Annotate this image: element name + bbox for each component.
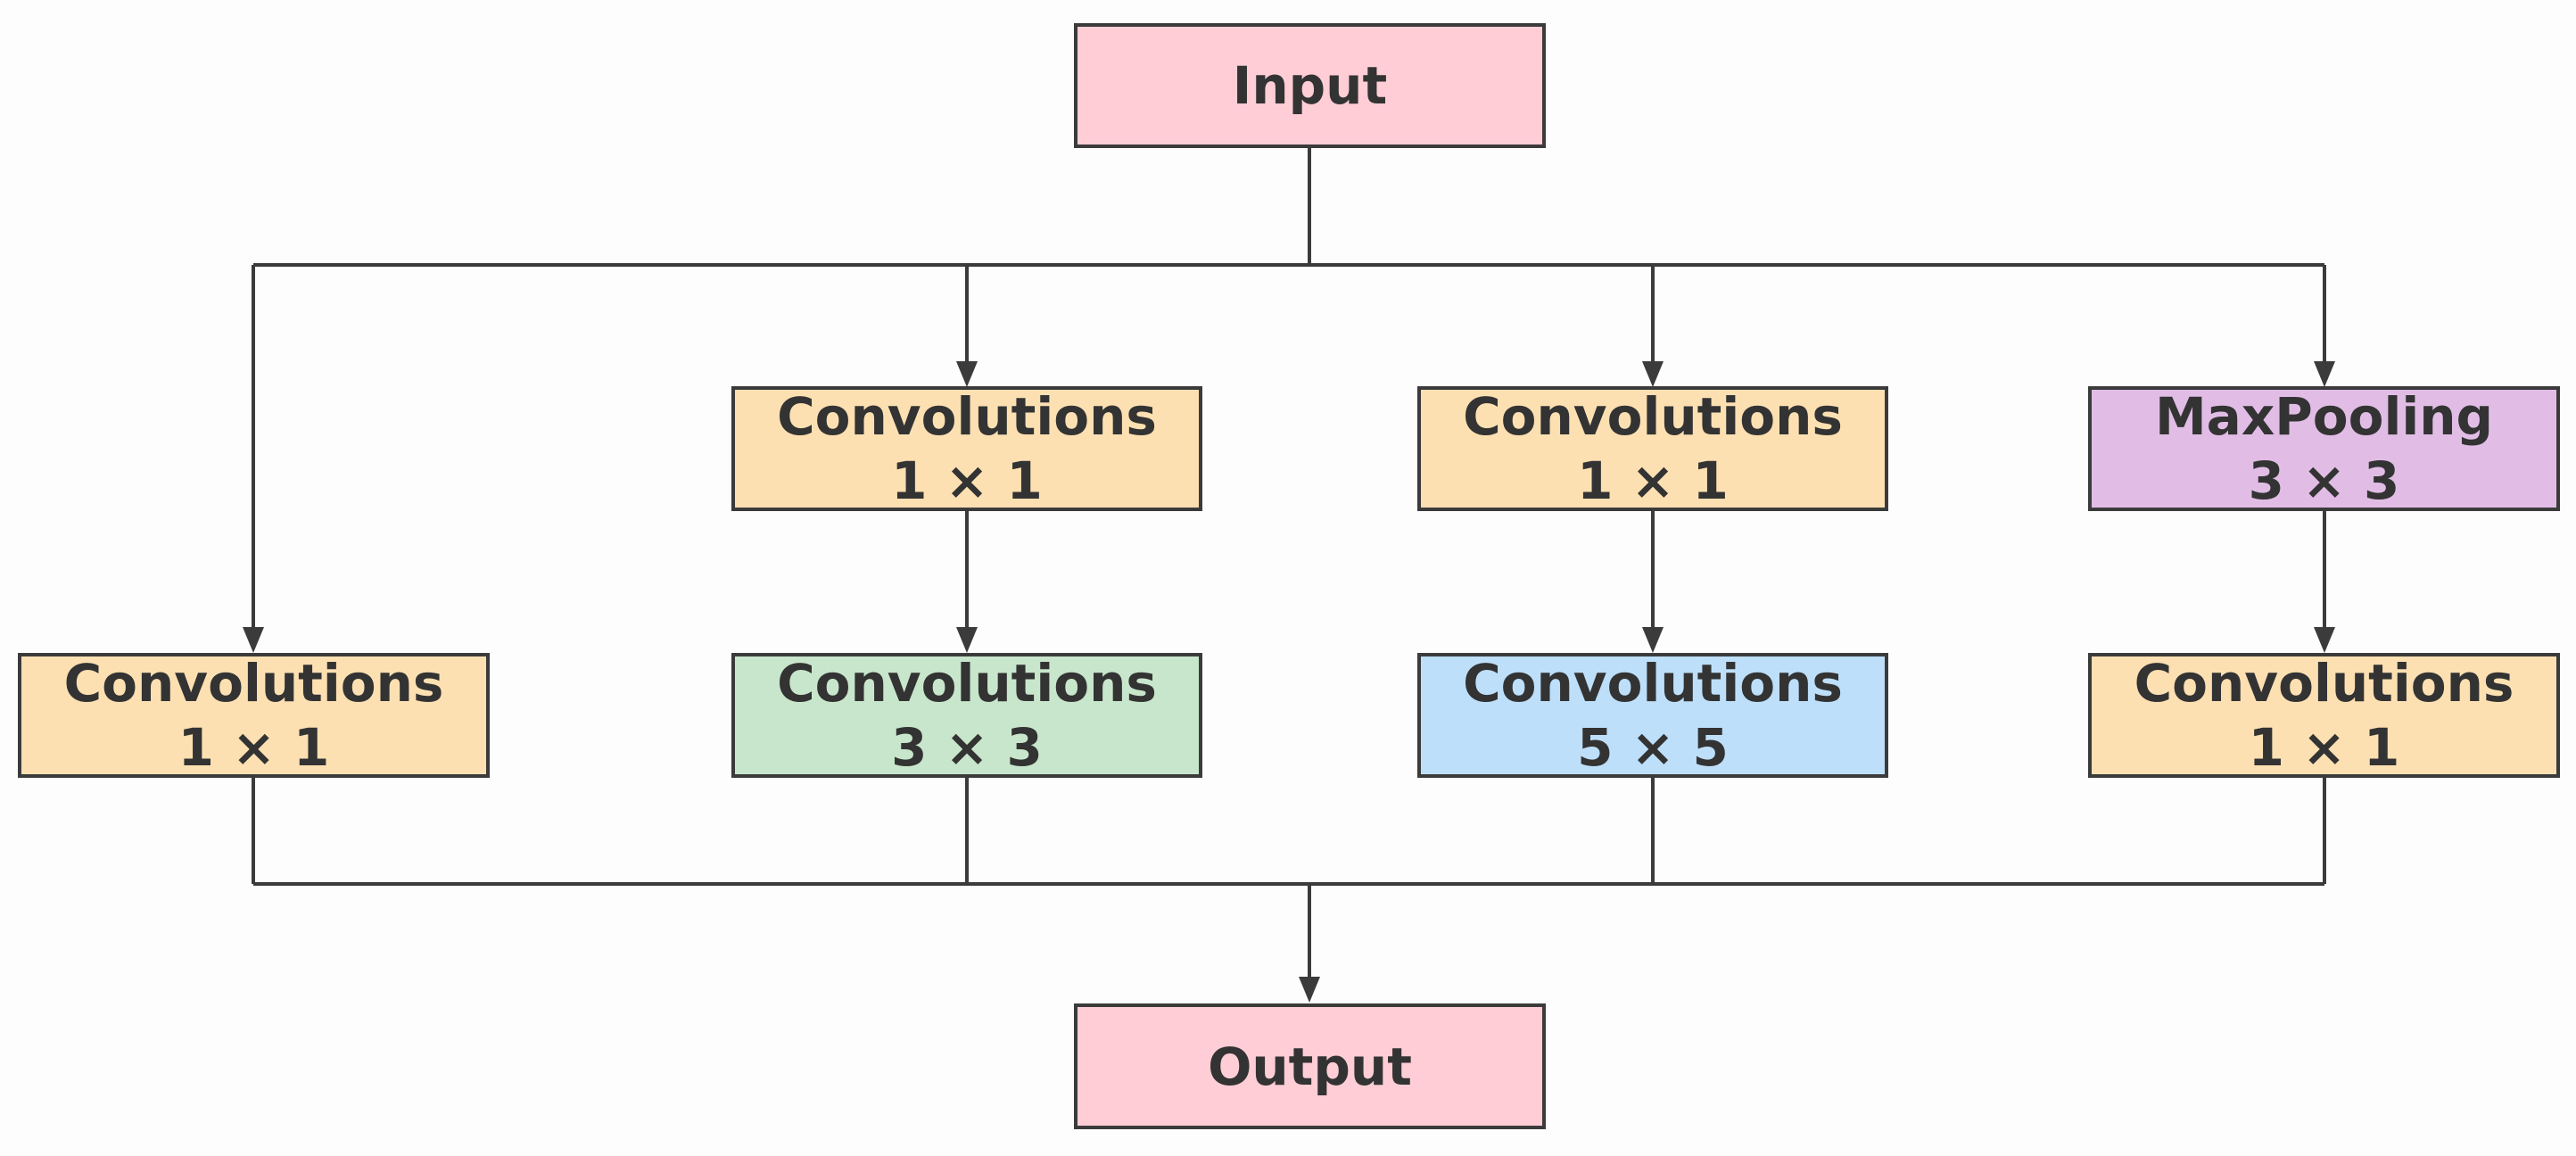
branch2-conv-1x1-title: Convolutions: [777, 386, 1157, 447]
branch3-conv-1x1-size: 1 × 1: [1577, 450, 1729, 511]
arrowhead-branch3-inner: [1642, 627, 1664, 653]
branch4-conv-1x1-size: 1 × 1: [2248, 717, 2400, 778]
branch4-conv-1x1-title: Convolutions: [2134, 653, 2514, 714]
branch3-conv-1x1-title: Convolutions: [1463, 386, 1843, 447]
branch4-maxpooling-node: MaxPooling 3 × 3: [2088, 386, 2560, 511]
arrowhead-branch3: [1642, 361, 1664, 387]
branch3-conv-1x1-node: Convolutions 1 × 1: [1417, 386, 1888, 511]
branch3-conv-5x5-size: 5 × 5: [1577, 717, 1729, 778]
arrowhead-branch4-inner: [2314, 627, 2335, 653]
branch3-conv-5x5-title: Convolutions: [1463, 653, 1843, 714]
arrowhead-branch2: [956, 361, 978, 387]
branch2-conv-3x3-title: Convolutions: [777, 653, 1157, 714]
branch1-conv-1x1-title: Convolutions: [63, 653, 444, 714]
input-node-label: Input: [1232, 55, 1388, 116]
branch4-maxpooling-size: 3 × 3: [2248, 450, 2400, 511]
arrowhead-branch1: [243, 627, 264, 653]
branch1-conv-1x1-node: Convolutions 1 × 1: [18, 653, 490, 778]
branch4-conv-1x1-node: Convolutions 1 × 1: [2088, 653, 2560, 778]
output-node-label: Output: [1208, 1036, 1412, 1097]
branch1-conv-1x1-size: 1 × 1: [178, 717, 330, 778]
arrowhead-branch2-inner: [956, 627, 978, 653]
arrowhead-output: [1299, 977, 1320, 1003]
branch2-conv-1x1-size: 1 × 1: [891, 450, 1043, 511]
branch2-conv-1x1-node: Convolutions 1 × 1: [731, 386, 1202, 511]
arrowhead-branch4: [2314, 361, 2335, 387]
output-node: Output: [1074, 1003, 1546, 1129]
input-node: Input: [1074, 23, 1546, 148]
branch2-conv-3x3-size: 3 × 3: [891, 717, 1043, 778]
branch2-conv-3x3-node: Convolutions 3 × 3: [731, 653, 1202, 778]
branch3-conv-5x5-node: Convolutions 5 × 5: [1417, 653, 1888, 778]
branch4-maxpooling-title: MaxPooling: [2154, 386, 2494, 447]
